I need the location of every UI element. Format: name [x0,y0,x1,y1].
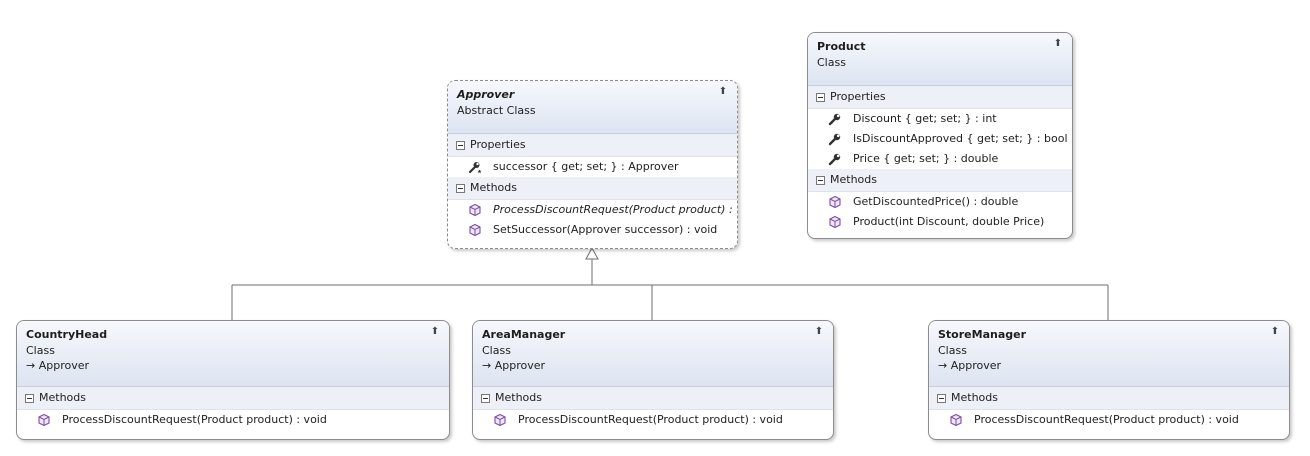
collapse-toggle-icon[interactable] [816,175,825,185]
class-name: Approver [457,88,515,101]
member-signature: IsDiscountApproved { get; set; } : bool [853,132,1068,145]
class-name: Product [817,40,866,53]
methods-section-toggle[interactable]: Methods [448,177,737,200]
member-signature: successor { get; set; } : Approver [493,160,679,173]
property-discount[interactable]: Discount { get; set; } : int [808,109,1072,129]
class-header: CountryHead Class → Approver ⬆︎ [17,321,449,387]
collapse-toggle-icon[interactable] [456,140,465,150]
property-is-discount-approved[interactable]: IsDiscountApproved { get; set; } : bool [808,129,1072,149]
method-cube-icon [468,203,482,217]
collapse-toggle-icon[interactable] [456,183,465,193]
class-product[interactable]: Product Class ⬆︎ Properties Discount { g… [807,32,1073,239]
member-signature: SetSuccessor(Approver successor) : void [493,223,718,236]
method-product-constructor[interactable]: Product(int Discount, double Price) [808,212,1072,232]
property-successor[interactable]: successor { get; set; } : Approver [448,157,737,177]
class-stereotype: Class [482,344,511,357]
properties-section-toggle[interactable]: Properties [448,134,737,157]
class-approver[interactable]: Approver Abstract Class ⬆︎ Properties su… [447,80,738,249]
collapse-toggle-icon[interactable] [481,393,490,403]
collapse-toggle-icon[interactable] [937,393,946,403]
section-label: Methods [951,391,998,404]
class-country-head[interactable]: CountryHead Class → Approver ⬆︎ Methods … [16,320,450,440]
collapse-toggle-icon[interactable] [25,393,34,403]
methods-section-toggle[interactable]: Methods [808,169,1072,192]
member-signature: ProcessDiscountRequest(Product product) … [62,413,327,426]
class-header: Approver Abstract Class ⬆︎ [448,81,737,134]
class-area-manager[interactable]: AreaManager Class → Approver ⬆︎ Methods … [472,320,834,440]
section-label: Methods [495,391,542,404]
wrench-icon [828,152,842,166]
class-header: AreaManager Class → Approver ⬆︎ [473,321,833,387]
method-process-discount-request[interactable]: ProcessDiscountRequest(Product product) … [448,200,737,220]
base-class-link[interactable]: → Approver [26,359,90,372]
collapse-chevron-icon[interactable]: ⬆︎ [718,86,728,97]
member-signature: ProcessDiscountRequest(Product product) … [493,203,738,216]
section-label: Methods [830,173,877,186]
method-cube-icon [37,413,51,427]
method-process-discount-request[interactable]: ProcessDiscountRequest(Product product) … [17,410,449,430]
methods-section-toggle[interactable]: Methods [473,387,833,410]
methods-section-toggle[interactable]: Methods [929,387,1289,410]
method-cube-icon [468,223,482,237]
class-name: CountryHead [26,328,108,341]
method-process-discount-request[interactable]: ProcessDiscountRequest(Product product) … [473,410,833,430]
collapse-toggle-icon[interactable] [816,92,825,102]
collapse-chevron-icon[interactable]: ⬆︎ [1053,38,1063,49]
collapse-chevron-icon[interactable]: ⬆︎ [1270,326,1280,337]
member-signature: ProcessDiscountRequest(Product product) … [518,413,783,426]
member-signature: Price { get; set; } : double [853,152,999,165]
class-header: Product Class ⬆︎ [808,33,1072,86]
method-cube-icon [828,195,842,209]
method-cube-icon [949,413,963,427]
methods-section-toggle[interactable]: Methods [17,387,449,410]
class-header: StoreManager Class → Approver ⬆︎ [929,321,1289,387]
member-signature: Discount { get; set; } : int [853,112,997,125]
section-label: Methods [39,391,86,404]
member-signature: ProcessDiscountRequest(Product product) … [974,413,1239,426]
member-signature: GetDiscountedPrice() : double [853,195,1019,208]
section-label: Properties [470,138,526,151]
base-class-link[interactable]: → Approver [938,359,1002,372]
method-cube-icon [493,413,507,427]
base-class-link[interactable]: → Approver [482,359,546,372]
wrench-star-icon [468,160,482,174]
method-cube-icon [828,215,842,229]
properties-section-toggle[interactable]: Properties [808,86,1072,109]
class-stereotype: Class [26,344,55,357]
property-price[interactable]: Price { get; set; } : double [808,149,1072,169]
method-set-successor[interactable]: SetSuccessor(Approver successor) : void [448,220,737,240]
wrench-icon [828,112,842,126]
member-signature: Product(int Discount, double Price) [853,215,1045,228]
inheritance-arrowhead [585,246,599,260]
wrench-icon [828,132,842,146]
class-stereotype: Class [938,344,967,357]
section-label: Properties [830,90,886,103]
class-stereotype: Class [817,56,846,69]
section-label: Methods [470,181,517,194]
class-stereotype: Abstract Class [457,104,536,117]
class-name: AreaManager [482,328,566,341]
method-process-discount-request[interactable]: ProcessDiscountRequest(Product product) … [929,410,1289,430]
class-name: StoreManager [938,328,1027,341]
method-get-discounted-price[interactable]: GetDiscountedPrice() : double [808,192,1072,212]
collapse-chevron-icon[interactable]: ⬆︎ [814,326,824,337]
collapse-chevron-icon[interactable]: ⬆︎ [430,326,440,337]
class-store-manager[interactable]: StoreManager Class → Approver ⬆︎ Methods… [928,320,1290,440]
